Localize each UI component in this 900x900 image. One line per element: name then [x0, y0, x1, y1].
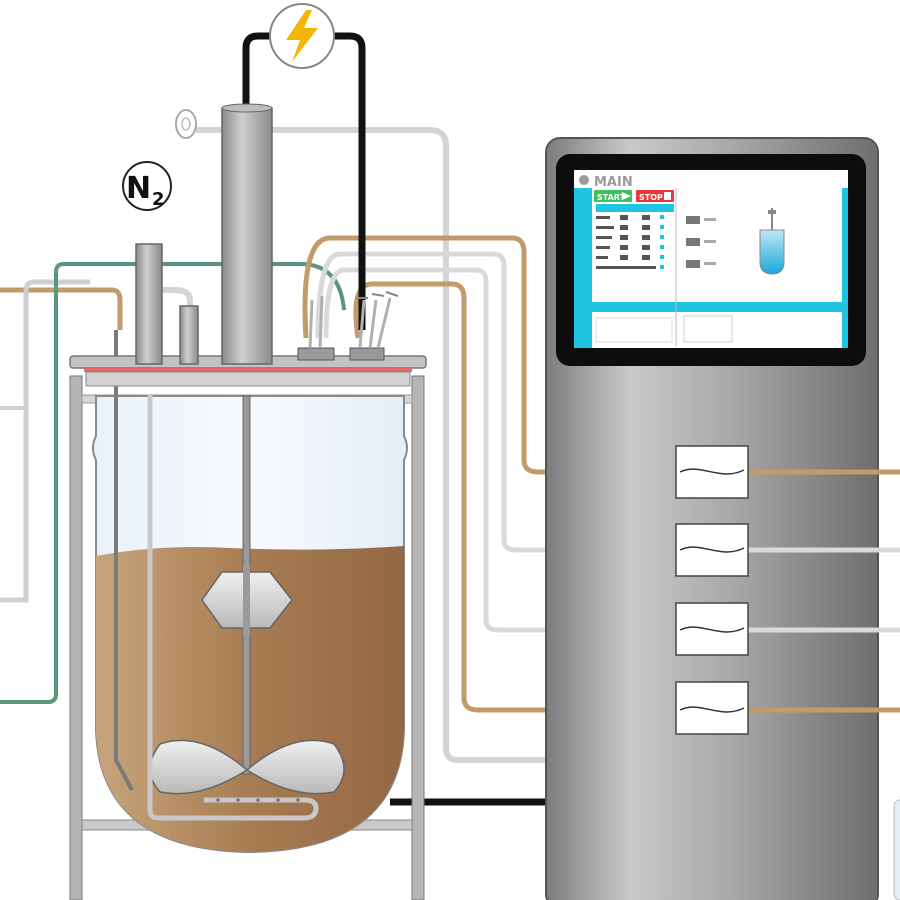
- motor-column: [221, 107, 273, 365]
- screen-side-bar: [574, 188, 592, 348]
- dip-tube: [114, 330, 134, 791]
- parameter-table: [596, 215, 664, 269]
- stop-icon: [664, 192, 671, 200]
- play-icon: [622, 192, 631, 200]
- tan-tube-a: [302, 235, 678, 475]
- lower-impeller: [149, 739, 345, 795]
- partial-device-right: [893, 799, 900, 900]
- gas-label: N: [126, 171, 151, 206]
- grey-tube-b: [323, 267, 678, 633]
- start-button[interactable]: START: [594, 190, 632, 202]
- stop-button[interactable]: STOP: [636, 190, 674, 202]
- screen-pump-icons: [686, 216, 716, 268]
- probe-lines: [308, 295, 392, 349]
- screen-title: MAIN: [594, 175, 633, 190]
- green-tube: [0, 262, 346, 704]
- grey-tube-a: [315, 251, 678, 553]
- n2-gas-icon: N 2: [122, 161, 172, 211]
- pump-module-1[interactable]: [675, 445, 749, 499]
- settings-icon[interactable]: [579, 175, 589, 185]
- tan-tube-b: [353, 281, 678, 713]
- grey-tube-left: [0, 279, 90, 603]
- probe-caps: [356, 291, 399, 299]
- grey-tube-n2: [155, 287, 193, 310]
- bioreactor-vessel: [69, 103, 427, 900]
- gas-inlet-column: [135, 243, 163, 365]
- mini-vessel-icon: [759, 208, 785, 275]
- gas-filter: [175, 109, 197, 139]
- grey-tube-top: [196, 127, 548, 763]
- pump-module-2[interactable]: [675, 523, 749, 577]
- screen-bottom-bar: [592, 302, 848, 312]
- touchscreen[interactable]: MAIN START STOP: [556, 154, 866, 366]
- tan-tube-left: [0, 287, 123, 330]
- pump-module-3[interactable]: [675, 602, 749, 656]
- stop-button-label: STOP: [639, 193, 663, 202]
- pump-module-4[interactable]: [675, 681, 749, 735]
- sparger-holes: [216, 798, 300, 802]
- start-button-label: START: [597, 193, 626, 202]
- power-icon: [269, 3, 335, 69]
- lightning-bolt-icon: [286, 10, 318, 62]
- sparger: [147, 395, 319, 821]
- probe-port-2: [349, 347, 385, 361]
- probe-port-1: [297, 347, 335, 361]
- gas-subscript: 2: [152, 189, 165, 210]
